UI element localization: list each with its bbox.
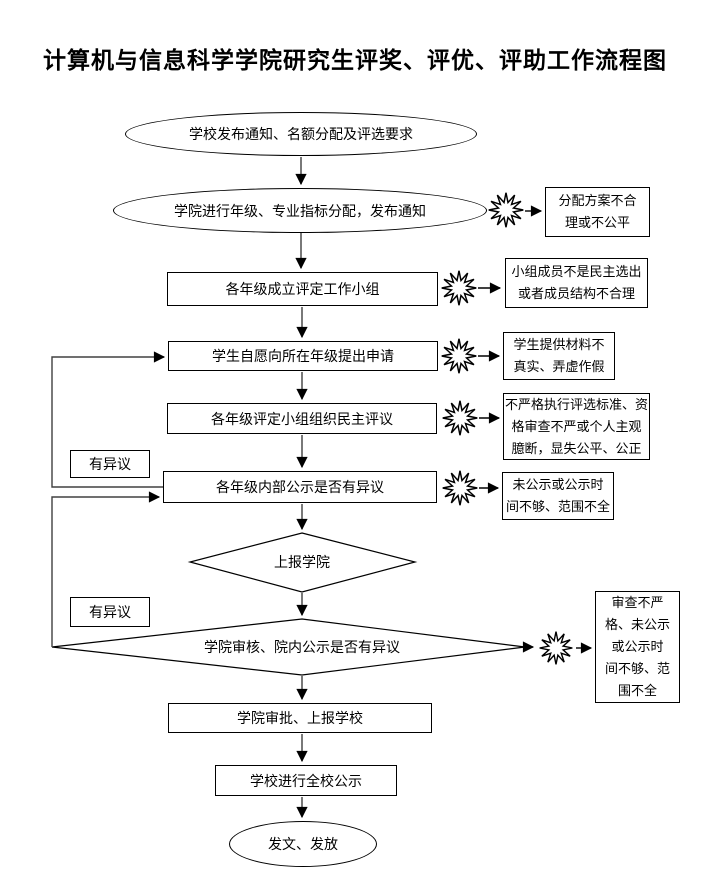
side-note-unfair-review: 不严格执行评选标准、资 格审查不严或个人主观 臆断，显失公平、公正 bbox=[503, 393, 650, 460]
side-note-insufficient-publicity: 未公示或公示时 间不够、范围不全 bbox=[502, 472, 614, 520]
node-form-workgroup-label: 各年级成立评定工作小组 bbox=[225, 281, 380, 297]
burst-icon bbox=[440, 269, 478, 307]
objection-label-2-text: 有异议 bbox=[89, 604, 131, 620]
decision-report-college-shape bbox=[187, 532, 418, 593]
node-grade-publicity-label: 各年级内部公示是否有异议 bbox=[216, 479, 384, 495]
loop-grade-objection bbox=[51, 351, 166, 488]
side-note-line: 格审查不严或个人主观 bbox=[511, 418, 642, 434]
loop-college-objection bbox=[51, 491, 161, 647]
side-note-line: 分配方案不合 bbox=[558, 193, 637, 208]
side-note-line: 小组成员不是民主选出 bbox=[511, 264, 642, 279]
decision-college-review-label: 学院审核、院内公示是否有异议 bbox=[204, 639, 400, 655]
burst-icon bbox=[441, 399, 479, 437]
node-group-democratic-review: 各年级评定小组组织民主评议 bbox=[167, 403, 437, 434]
node-grade-publicity: 各年级内部公示是否有异议 bbox=[163, 471, 437, 503]
side-note-line: 不严格执行评选标准、资 bbox=[504, 396, 648, 412]
side-note-line: 臆断，显失公平、公正 bbox=[511, 440, 642, 456]
side-note-line: 围不全 bbox=[617, 683, 657, 698]
side-note-line: 格、未公示 bbox=[604, 617, 670, 632]
side-note-line: 或者成员结构不合理 bbox=[517, 286, 635, 301]
burst-icon bbox=[538, 630, 574, 666]
side-note-unfair-allocation: 分配方案不合 理或不公平 bbox=[545, 187, 650, 237]
side-note-false-materials: 学生提供材料不 真实、弄虚作假 bbox=[503, 332, 615, 380]
side-note-line: 理或不公平 bbox=[564, 215, 630, 230]
burst-icon bbox=[487, 191, 525, 229]
page-title: 计算机与信息科学学院研究生评奖、评优、评助工作流程图 bbox=[43, 48, 667, 73]
node-school-publicity: 学校进行全校公示 bbox=[215, 765, 397, 796]
node-college-allocation-label: 学院进行年级、专业指标分配，发布通知 bbox=[174, 202, 426, 219]
side-note-line: 间不够、范 bbox=[604, 661, 670, 676]
decision-report-college-label: 上报学院 bbox=[274, 554, 330, 570]
side-note-line: 或公示时 bbox=[611, 639, 664, 654]
side-note-line: 未公示或公示时 bbox=[512, 477, 604, 492]
side-note-line: 真实、弄虚作假 bbox=[513, 359, 605, 374]
objection-label-2: 有异议 bbox=[70, 597, 150, 627]
node-school-notice-label: 学校发布通知、名额分配及评选要求 bbox=[189, 126, 413, 142]
side-note-group-composition: 小组成员不是民主选出 或者成员结构不合理 bbox=[505, 258, 648, 308]
side-note-line: 审查不严 bbox=[611, 595, 664, 610]
node-issue-distribute-label: 发文、发放 bbox=[268, 836, 338, 852]
objection-label-1: 有异议 bbox=[70, 450, 150, 478]
burst-icon bbox=[441, 469, 479, 507]
node-form-workgroup: 各年级成立评定工作小组 bbox=[167, 272, 438, 306]
side-note-college-review-issues: 审查不严 格、未公示 或公示时 间不够、范 围不全 bbox=[595, 591, 680, 703]
node-group-democratic-review-label: 各年级评定小组组织民主评议 bbox=[211, 410, 393, 427]
objection-label-1-text: 有异议 bbox=[89, 456, 131, 472]
node-college-approval-label: 学院审批、上报学校 bbox=[237, 710, 363, 726]
node-college-allocation: 学院进行年级、专业指标分配，发布通知 bbox=[113, 188, 487, 233]
node-school-publicity-label: 学校进行全校公示 bbox=[250, 772, 362, 789]
node-issue-distribute: 发文、发放 bbox=[229, 821, 377, 867]
node-student-apply: 学生自愿向所在年级提出申请 bbox=[168, 341, 438, 371]
side-note-line: 间不够、范围不全 bbox=[505, 499, 610, 514]
node-school-notice: 学校发布通知、名额分配及评选要求 bbox=[125, 112, 477, 156]
node-student-apply-label: 学生自愿向所在年级提出申请 bbox=[212, 348, 394, 364]
decision-college-review-shape bbox=[51, 618, 526, 676]
node-college-approval: 学院审批、上报学校 bbox=[168, 703, 432, 733]
side-note-line: 学生提供材料不 bbox=[513, 337, 605, 352]
burst-icon bbox=[440, 337, 478, 375]
